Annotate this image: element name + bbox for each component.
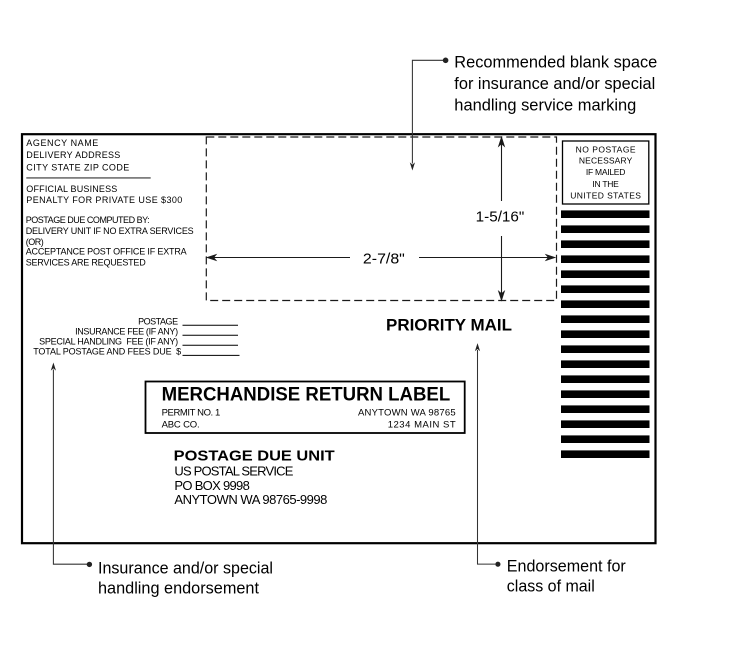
svg-text:INSURANCE FEE (IF ANY): INSURANCE FEE (IF ANY): [75, 327, 178, 337]
svg-text:2-7/8": 2-7/8": [363, 251, 405, 267]
svg-text:Endorsement for: Endorsement for: [507, 557, 626, 576]
svg-text:NO POSTAGE: NO POSTAGE: [576, 144, 636, 154]
svg-text:NECESSARY: NECESSARY: [579, 156, 633, 166]
svg-text:ANYTOWN WA 98765: ANYTOWN WA 98765: [358, 407, 456, 418]
svg-text:IF MAILED: IF MAILED: [586, 167, 626, 177]
svg-text:SPECIAL HANDLING FEE (IF ANY): SPECIAL HANDLING FEE (IF ANY): [39, 337, 178, 347]
svg-text:MERCHANDISE RETURN LABEL: MERCHANDISE RETURN LABEL: [162, 385, 451, 406]
svg-text:1234 MAIN ST: 1234 MAIN ST: [388, 420, 456, 431]
svg-text:POSTAGE DUE COMPUTED BY:: POSTAGE DUE COMPUTED BY:: [26, 215, 150, 225]
svg-text:(OR): (OR): [26, 237, 44, 247]
svg-text:for insurance and/or special: for insurance and/or special: [454, 74, 655, 93]
svg-text:handling service marking: handling service marking: [454, 96, 636, 115]
svg-text:handling endorsement: handling endorsement: [98, 578, 259, 597]
svg-text:US POSTAL SERVICE: US POSTAL SERVICE: [174, 463, 293, 478]
svg-text:POSTAGE DUE UNIT: POSTAGE DUE UNIT: [174, 447, 335, 464]
svg-text:TOTAL POSTAGE AND FEES DUE $: TOTAL POSTAGE AND FEES DUE $: [33, 346, 181, 356]
svg-text:ACCEPTANCE POST OFFICE IF EXTR: ACCEPTANCE POST OFFICE IF EXTRA: [26, 247, 187, 257]
svg-text:Insurance and/or special: Insurance and/or special: [98, 558, 273, 577]
svg-text:AGENCY NAME: AGENCY NAME: [26, 138, 98, 148]
svg-text:SERVICES ARE REQUESTED: SERVICES ARE REQUESTED: [26, 258, 147, 268]
svg-text:class of mail: class of mail: [507, 577, 595, 596]
svg-text:OFFICIAL BUSINESS: OFFICIAL BUSINESS: [26, 184, 117, 194]
svg-text:UNITED STATES: UNITED STATES: [570, 191, 641, 201]
svg-text:PERMIT NO. 1: PERMIT NO. 1: [162, 407, 221, 418]
svg-text:PO BOX 9998: PO BOX 9998: [174, 478, 249, 493]
svg-text:DELIVERY ADDRESS: DELIVERY ADDRESS: [26, 150, 120, 160]
svg-text:CITY STATE ZIP CODE: CITY STATE ZIP CODE: [26, 163, 129, 173]
svg-text:Recommended blank space: Recommended blank space: [454, 53, 657, 72]
svg-text:PENALTY FOR PRIVATE USE $300: PENALTY FOR PRIVATE USE $300: [26, 195, 182, 205]
svg-text:PRIORITY MAIL: PRIORITY MAIL: [386, 316, 512, 335]
svg-text:1-5/16": 1-5/16": [476, 210, 525, 226]
svg-text:IN THE: IN THE: [592, 179, 619, 189]
svg-text:ANYTOWN WA 98765-9998: ANYTOWN WA 98765-9998: [174, 492, 327, 507]
svg-text:DELIVERY UNIT IF NO EXTRA SERV: DELIVERY UNIT IF NO EXTRA SERVICES: [26, 226, 194, 236]
svg-text:ABC CO.: ABC CO.: [162, 420, 200, 431]
svg-text:POSTAGE: POSTAGE: [138, 316, 178, 326]
